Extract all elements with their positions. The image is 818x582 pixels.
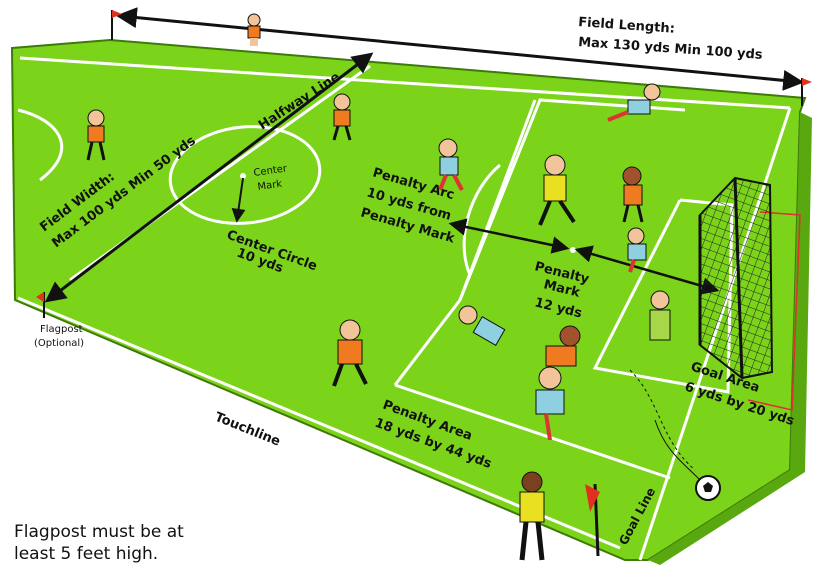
- soccer-ball: [696, 476, 720, 500]
- flagpost-label-2: (Optional): [34, 338, 84, 349]
- pitch: [12, 40, 805, 560]
- flagpost-label-1: Flagpost: [40, 324, 83, 335]
- player-assistant-referee: [520, 472, 544, 560]
- penalty-mark: [570, 247, 576, 253]
- flagpost-height-note: Flagpost must be at least 5 feet high.: [14, 521, 254, 565]
- player-top: [248, 14, 260, 46]
- player-goalkeeper: [650, 291, 670, 340]
- field-length-value: Max 130 yds Min 100 yds: [578, 35, 764, 63]
- touchline-label: Touchline: [213, 410, 283, 450]
- flag-top-left: [112, 10, 122, 40]
- note-line-1: Flagpost must be at: [14, 521, 254, 543]
- note-line-2: least 5 feet high.: [14, 543, 254, 565]
- field-length-title: Field Length:: [578, 15, 676, 37]
- goal: [700, 178, 772, 378]
